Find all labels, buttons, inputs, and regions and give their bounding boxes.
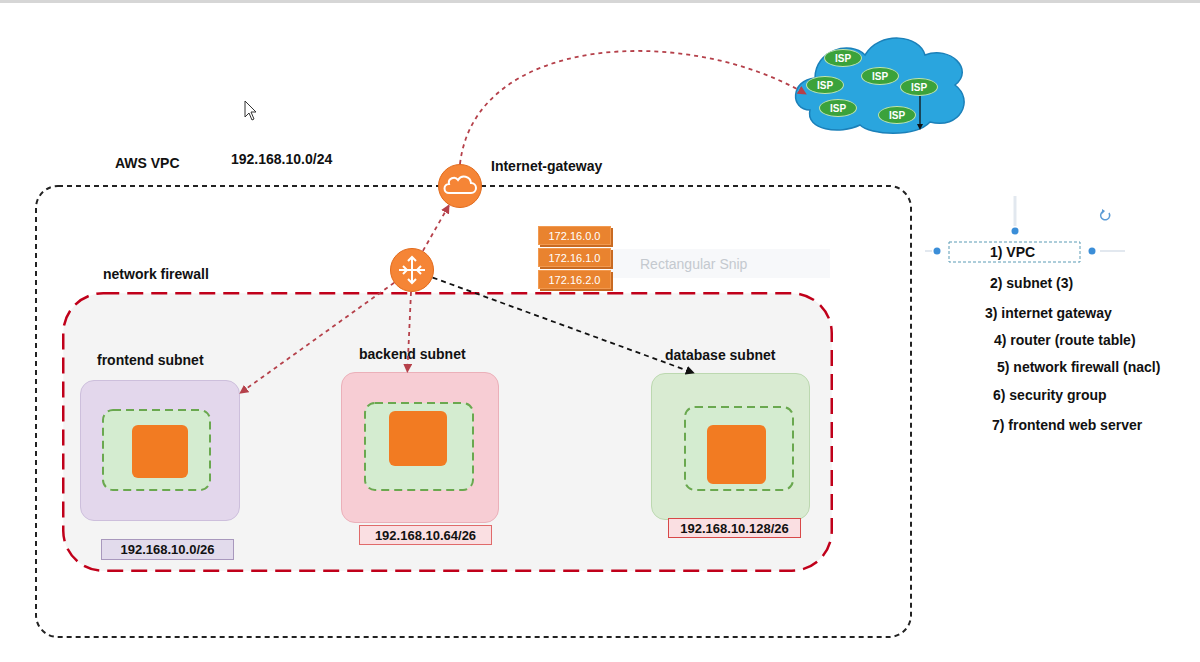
node-text: AWS VPC	[115, 155, 180, 171]
leader-head	[917, 124, 923, 130]
router-arrow	[408, 279, 416, 283]
node-text: 172.16.2.0	[549, 274, 601, 286]
step-item: 6) security group	[993, 387, 1107, 403]
node-text: ISP	[835, 53, 851, 64]
node-text: ISP	[817, 80, 833, 91]
isp-oval: ISP	[806, 76, 844, 94]
rotate-icon	[1102, 209, 1105, 214]
ec2-instance	[132, 425, 188, 478]
dashed-arrow	[460, 51, 806, 164]
cidr-box: 192.168.10.128/26	[668, 518, 801, 538]
mouse-cursor	[245, 101, 256, 120]
cidr-box: 192.168.10.64/26	[359, 525, 492, 545]
isp-oval: ISP	[878, 106, 916, 124]
watermark-text: Rectangular Snip	[640, 256, 747, 272]
database-instance	[685, 407, 793, 490]
text-selection	[925, 196, 1125, 262]
isp-oval: ISP	[824, 49, 862, 67]
guide-line	[1100, 250, 1125, 252]
internet-gateway: Internet-gateway	[438, 164, 482, 208]
dashed-arrow	[240, 283, 394, 393]
node-text: 172.16.0.0	[549, 230, 601, 242]
dashed-arrow	[407, 292, 411, 372]
subnet-box: backend subnet	[341, 372, 499, 523]
router-arrow	[399, 269, 425, 271]
ec2-instance	[707, 425, 766, 484]
node-text: ISP	[911, 82, 927, 93]
step-item: 3) internet gateway	[985, 305, 1112, 321]
guide-line	[1014, 196, 1017, 226]
subnet-box: database subnet	[651, 373, 810, 520]
rotate-icon	[1101, 211, 1110, 220]
node-text: 192.168.10.0/26	[121, 542, 215, 557]
security-group	[365, 403, 473, 490]
security-group	[685, 407, 793, 490]
node-text: ISP	[830, 103, 846, 114]
node-text: backend subnet	[359, 346, 466, 362]
node-text: Internet-gateway	[491, 158, 602, 174]
route-entry: 172.16.0.0	[538, 226, 611, 245]
node-text: ISP	[889, 110, 905, 121]
ec2-instance	[389, 411, 447, 466]
isp-oval: ISP	[819, 99, 857, 117]
leader-line	[919, 96, 920, 126]
node-text: ISP	[872, 71, 888, 82]
selection-handle	[1012, 228, 1019, 235]
top-bar	[0, 0, 1200, 3]
node-text: 192.168.10.128/26	[680, 521, 788, 536]
selection-handle	[1089, 248, 1096, 255]
vpc-boundary-border	[36, 186, 911, 637]
isp-oval: ISP	[861, 67, 899, 85]
node-text: 192.168.10.64/26	[375, 528, 476, 543]
internet-cloud	[796, 38, 965, 133]
node-text: frontend subnet	[97, 352, 204, 368]
network-firewall-outline	[62, 292, 833, 572]
node-text: database subnet	[665, 347, 775, 363]
cidr-box: 192.168.10.0/26	[101, 539, 234, 560]
node-text: 172.16.1.0	[549, 252, 601, 264]
selection-box	[949, 242, 1080, 262]
router-icon: router	[390, 248, 434, 292]
router-icon	[399, 257, 425, 283]
router-arrow	[403, 266, 407, 274]
backend-instance	[365, 403, 473, 490]
router-arrow	[417, 266, 421, 274]
step-item: 7) frontend web server	[992, 417, 1142, 433]
selection-handle	[934, 248, 941, 255]
network-firewall: network firewallfrontend subnetbackend s…	[62, 292, 833, 572]
dashed-arrow	[423, 205, 449, 251]
subnet-box: frontend subnet	[80, 380, 240, 521]
step-item: 2) subnet (3)	[990, 275, 1073, 291]
router-arrow	[411, 257, 413, 283]
node-text: router	[392, 294, 432, 310]
step-item: 4) router (route table)	[994, 332, 1136, 348]
router-arrow	[408, 257, 416, 261]
guide-line	[925, 250, 932, 252]
node-text: network firewall	[103, 266, 209, 282]
route-entry: 172.16.2.0	[538, 270, 611, 289]
snip-box	[610, 249, 830, 278]
vpc-boundary: AWS VPC192.168.10.0/24172.16.0.0172.16.1…	[35, 185, 912, 638]
security-group	[103, 410, 210, 490]
step-item: 1) VPC	[990, 244, 1035, 260]
step-item: 5) network firewall (nacl)	[997, 359, 1160, 375]
route-entry: 172.16.1.0	[538, 248, 611, 267]
isp-down-arrow	[917, 96, 923, 130]
gateway-icon	[445, 177, 477, 193]
frontend-instance	[103, 410, 210, 490]
network-firewall-border	[63, 293, 832, 571]
vpc-boundary-outline	[35, 185, 912, 638]
isp-oval: ISP	[900, 78, 938, 96]
dashed-arrow	[433, 278, 694, 373]
node-text: 192.168.10.0/24	[231, 151, 332, 167]
